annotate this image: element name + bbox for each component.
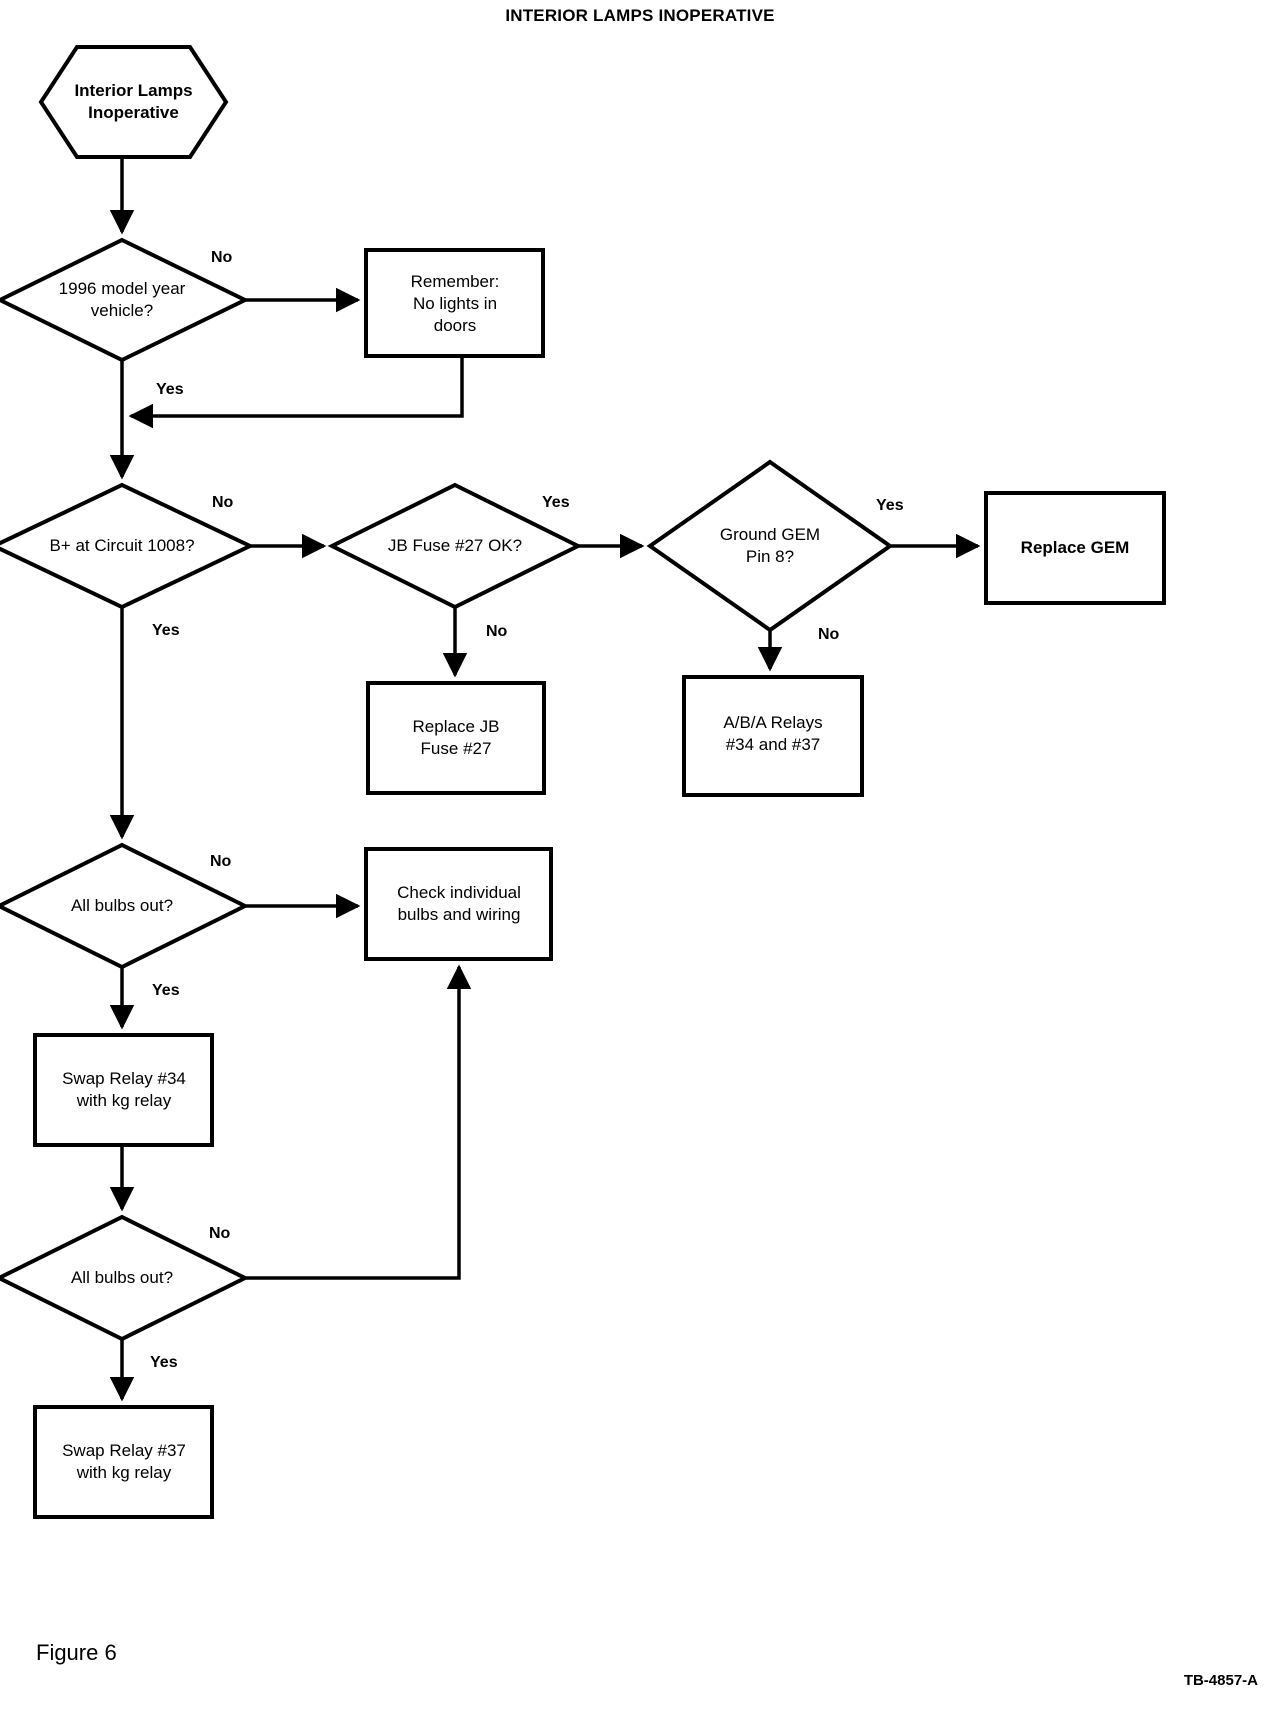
node-start-shape (38, 45, 229, 159)
edge-label-jbfuse-no: No (486, 623, 508, 640)
edge-label-1996-yes: Yes (156, 381, 184, 398)
node-bplus-label: B+ at Circuit 1008? (49, 536, 195, 556)
node-replacegem-shape (984, 491, 1166, 605)
node-relays-shape (682, 675, 864, 797)
edge-remember-to-bplus (128, 356, 464, 429)
node-jbfuse-label: JB Fuse #27 OK? (387, 536, 523, 556)
node-start-label: Interior Lamps Inoperative (74, 81, 193, 122)
node-swap37-shape (33, 1405, 214, 1519)
edge-label-groundgem-yes: Yes (876, 497, 904, 514)
node-relays-label: A/B/A Relays #34 and #37 (723, 713, 823, 754)
figure-code: TB-4857-A (1183, 1672, 1258, 1689)
edge-label-jbfuse-yes: Yes (542, 494, 570, 511)
node-allbulbs2-label: All bulbs out? (70, 1268, 174, 1288)
edge-label-groundgem-no: No (818, 626, 840, 643)
node-1996-label: 1996 model year vehicle? (58, 279, 186, 320)
edge-label-1996-no: No (211, 249, 233, 266)
node-checkbulbs-label: Check individual bulbs and wiring (397, 883, 521, 924)
node-remember-label: Remember: No lights in doors (410, 272, 500, 335)
edge-label-allbulbs2-no: No (209, 1225, 231, 1242)
edge-allbulbs2-no-to-checkbulbs (245, 964, 472, 1280)
edge-label-allbulbs1-yes: Yes (152, 982, 180, 999)
edge-label-allbulbs1-no: No (210, 853, 232, 870)
node-remember-shape (364, 248, 545, 358)
node-allbulbs1-label: All bulbs out? (70, 896, 174, 916)
node-swap34-shape (33, 1033, 214, 1147)
node-checkbulbs-shape (364, 847, 553, 961)
page-title: INTERIOR LAMPS INOPERATIVE (505, 6, 775, 25)
node-groundgem-label: Ground GEM Pin 8? (719, 525, 821, 566)
edge-label-bplus-yes: Yes (152, 622, 180, 639)
node-swap34-label: Swap Relay #34 with kg relay (62, 1069, 186, 1110)
edge-label-allbulbs2-yes: Yes (150, 1354, 178, 1371)
figure-caption: Figure 6 (36, 1640, 117, 1665)
edge-label-bplus-no: No (212, 494, 234, 511)
node-replacejb-label: Replace JB Fuse #27 (412, 717, 500, 758)
node-replacegem-label: Replace GEM (1020, 538, 1130, 558)
node-swap37-label: Swap Relay #37 with kg relay (62, 1441, 186, 1482)
node-replacejb-shape (366, 681, 546, 795)
